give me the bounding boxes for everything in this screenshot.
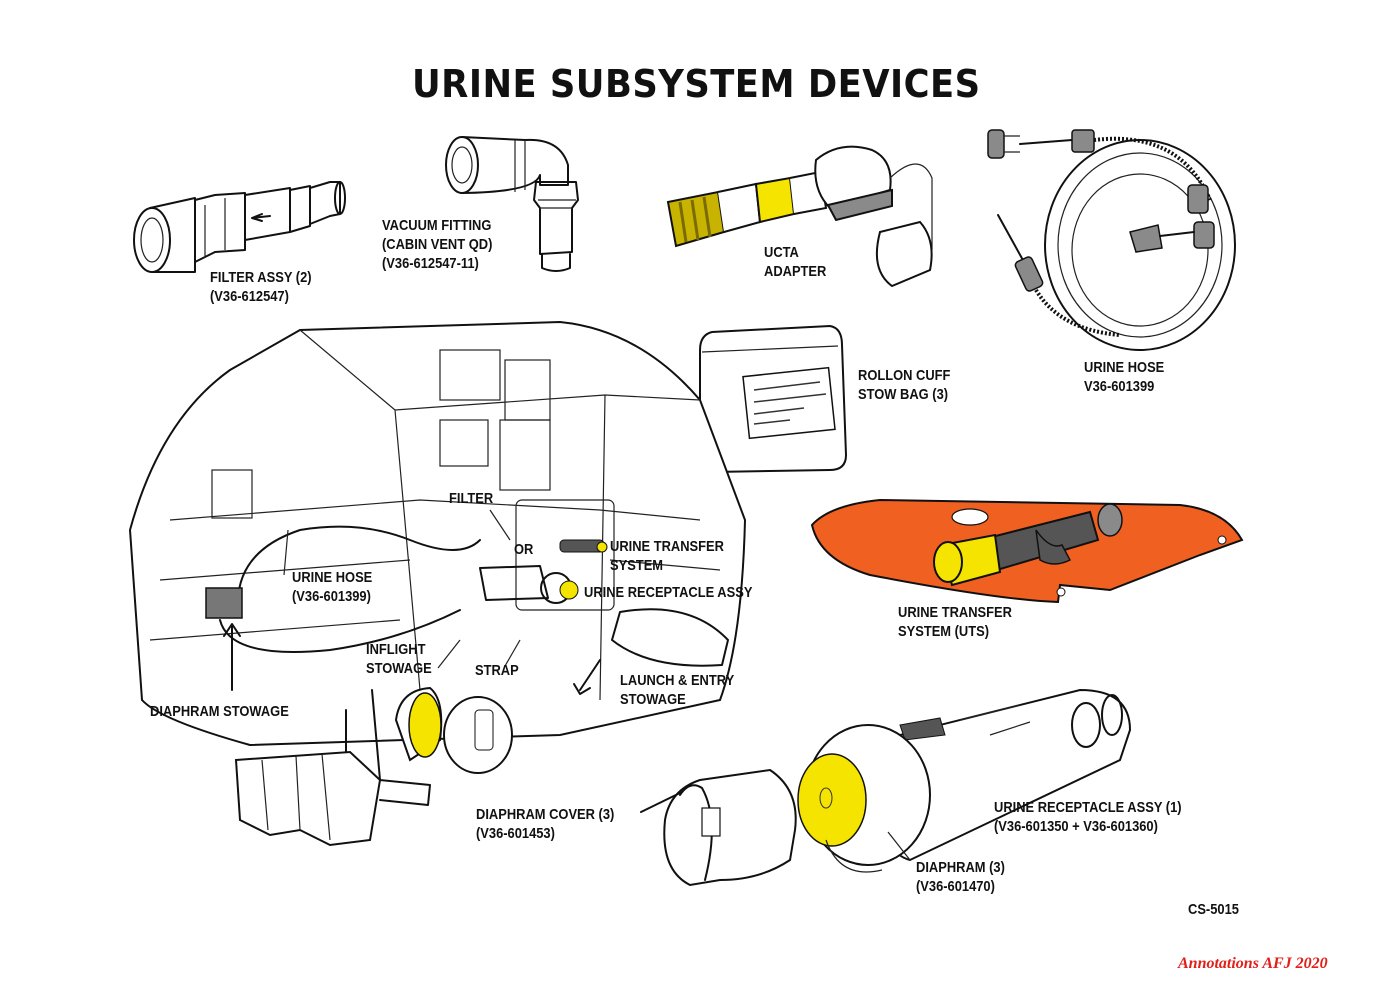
ucta-line2: ADAPTER bbox=[764, 263, 827, 280]
label-rollon-cuff: ROLLON CUFF STOW BAG (3) bbox=[858, 366, 950, 404]
callout-strap: STRAP bbox=[475, 662, 519, 679]
vacuum-fitting-illustration bbox=[445, 136, 579, 272]
rollon-line2: STOW BAG (3) bbox=[858, 386, 949, 403]
callout-urine-hose: URINE HOSE (V36-601399) bbox=[292, 568, 372, 606]
label-urine-hose: URINE HOSE V36-601399 bbox=[1084, 358, 1164, 396]
vacuum-fitting-part: (V36-612547-11) bbox=[382, 255, 479, 272]
label-ucta-adapter: UCTA ADAPTER bbox=[764, 243, 826, 281]
filter-assy-part: (V36-612547) bbox=[210, 288, 289, 305]
callout-uts-line2: SYSTEM bbox=[610, 557, 664, 574]
diaphram-name: DIAPHRAM (3) bbox=[916, 859, 1005, 876]
callout-hose-line2: (V36-601399) bbox=[292, 588, 371, 605]
callout-hose-line1: URINE HOSE bbox=[292, 569, 373, 586]
callout-filter: FILTER bbox=[449, 490, 494, 507]
label-diaphram-cover: DIAPHRAM COVER (3) (V36-601453) bbox=[476, 805, 614, 843]
command-module-cabin-illustration bbox=[128, 320, 747, 847]
diaphram-cover-name: DIAPHRAM COVER (3) bbox=[476, 806, 615, 823]
uts-illustration bbox=[810, 498, 1244, 604]
receptacle-assy-part: (V36-601350 + V36-601360) bbox=[994, 818, 1158, 835]
diaphram-cover-part: (V36-601453) bbox=[476, 825, 555, 842]
receptacle-assy-name: URINE RECEPTACLE ASSY (1) bbox=[994, 799, 1182, 816]
label-filter-assy: FILTER ASSY (2) (V36-612547) bbox=[210, 268, 312, 306]
diaphram-part: (V36-601470) bbox=[916, 878, 995, 895]
filter-assy-name: FILTER ASSY (2) bbox=[210, 269, 312, 286]
annotation-credit: Annotations AFJ 2020 bbox=[1178, 955, 1328, 972]
callout-urine-transfer-system: URINE TRANSFER SYSTEM bbox=[610, 537, 724, 575]
callout-launch-line1: LAUNCH & ENTRY bbox=[620, 672, 735, 689]
diaphram-cover-illustration bbox=[663, 768, 797, 887]
rollon-cuff-stow-bag-illustration bbox=[699, 324, 848, 474]
uts-line1: URINE TRANSFER bbox=[898, 604, 1012, 621]
rollon-line1: ROLLON CUFF bbox=[858, 367, 951, 384]
urine-hose-illustration bbox=[987, 129, 1236, 351]
urine-hose-part: V36-601399 bbox=[1084, 378, 1155, 395]
urine-receptacle-assy-illustration bbox=[797, 688, 1132, 873]
callout-inflight-line2: STOWAGE bbox=[366, 660, 432, 677]
callout-uts-line1: URINE TRANSFER bbox=[610, 538, 724, 555]
ucta-adapter-illustration bbox=[666, 145, 933, 288]
label-vacuum-fitting: VACUUM FITTING (CABIN VENT QD) (V36-6125… bbox=[382, 216, 492, 273]
callout-inflight-stowage: INFLIGHT STOWAGE bbox=[366, 640, 432, 678]
label-diaphram: DIAPHRAM (3) (V36-601470) bbox=[916, 858, 1005, 896]
callout-launch-entry-stowage: LAUNCH & ENTRY STOWAGE bbox=[620, 671, 734, 709]
label-uts: URINE TRANSFER SYSTEM (UTS) bbox=[898, 603, 1012, 641]
vacuum-fitting-sub: (CABIN VENT QD) bbox=[382, 236, 493, 253]
urine-hose-name: URINE HOSE bbox=[1084, 359, 1165, 376]
leader-lines bbox=[283, 509, 911, 861]
callout-inflight-line1: INFLIGHT bbox=[366, 641, 426, 658]
ucta-line1: UCTA bbox=[764, 244, 799, 261]
label-receptacle-assy: URINE RECEPTACLE ASSY (1) (V36-601350 + … bbox=[994, 798, 1182, 836]
vacuum-fitting-name: VACUUM FITTING bbox=[382, 217, 492, 234]
diagram-title: URINE SUBSYSTEM DEVICES bbox=[412, 62, 981, 106]
filter-assy-illustration bbox=[133, 181, 346, 273]
callout-diaphram-stowage: DIAPHRAM STOWAGE bbox=[150, 703, 289, 720]
callout-or: OR bbox=[514, 541, 534, 558]
callout-launch-line2: STOWAGE bbox=[620, 691, 686, 708]
uts-line2: SYSTEM (UTS) bbox=[898, 623, 990, 640]
callout-urine-receptacle-assy: URINE RECEPTACLE ASSY bbox=[584, 584, 753, 601]
figure-id: CS-5015 bbox=[1188, 901, 1239, 918]
